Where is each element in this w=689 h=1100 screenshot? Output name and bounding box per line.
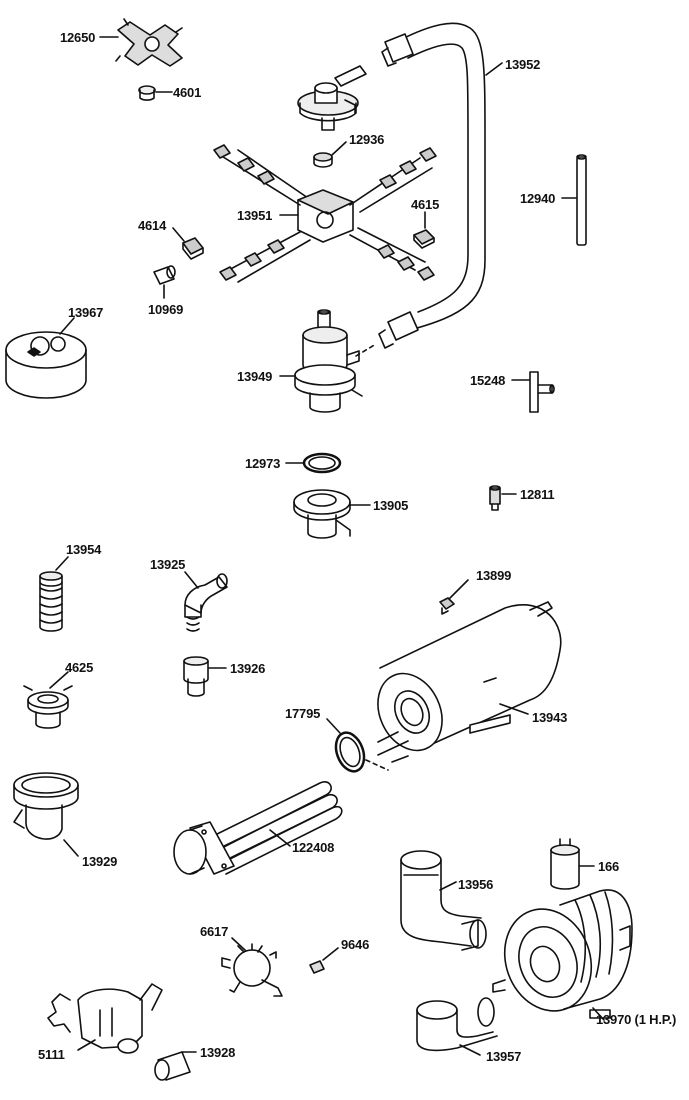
- label-166: 166: [598, 859, 620, 874]
- leader-122408: [269, 829, 291, 847]
- label-12650: 12650: [60, 30, 96, 45]
- leader-13949-hose: [355, 343, 377, 357]
- part-13951-drawing: [213, 144, 437, 283]
- part-6617-drawing: [221, 943, 283, 997]
- label-12973: 12973: [245, 456, 281, 471]
- label-13967: 13967: [68, 305, 104, 320]
- part-166-drawing: [550, 838, 580, 890]
- leader-4614: [172, 227, 185, 242]
- part-15248-drawing: [529, 371, 555, 413]
- label-4615: 4615: [411, 197, 440, 212]
- label-13970: 13970 (1 H.P.): [596, 1012, 677, 1027]
- part-5111-drawing: [47, 983, 163, 1054]
- label-13956: 13956: [458, 877, 494, 892]
- label-4625: 4625: [65, 660, 94, 675]
- part-12936-drawing: [313, 152, 333, 168]
- part-12940-drawing: [576, 154, 587, 246]
- leader-13899: [449, 579, 469, 599]
- part-13926-drawing: [183, 656, 209, 697]
- leader-13929: [63, 839, 79, 857]
- leader-17795-dash: [365, 759, 389, 771]
- label-13943: 13943: [532, 710, 568, 725]
- label-13957: 13957: [486, 1049, 522, 1064]
- leader-13943: [499, 703, 529, 715]
- label-15248: 15248: [470, 373, 506, 388]
- leader-5111: [77, 1039, 96, 1051]
- leader-13956: [439, 881, 457, 891]
- leader-9646: [322, 947, 339, 961]
- part-13970-drawing: [492, 889, 633, 1019]
- part-13949-drawing: [294, 309, 363, 413]
- leader-17795: [326, 718, 341, 734]
- part-13899-drawing: [439, 597, 455, 615]
- part-10969-drawing: [153, 265, 176, 285]
- label-122408: 122408: [292, 840, 335, 855]
- label-13899: 13899: [476, 568, 512, 583]
- part-13952-drawing: [378, 22, 486, 349]
- part-13905-drawing: [293, 489, 351, 539]
- label-4614: 4614: [138, 218, 167, 233]
- part-4625-drawing: [23, 685, 73, 729]
- leader-13954: [55, 556, 69, 571]
- label-13952: 13952: [505, 57, 541, 72]
- part-4601-drawing: [138, 85, 156, 101]
- part-17795-drawing: [334, 731, 366, 773]
- label-10969: 10969: [148, 302, 184, 317]
- part-4615-drawing: [413, 229, 435, 249]
- label-12811: 12811: [520, 487, 555, 502]
- part-13957-drawing: [416, 997, 498, 1052]
- part-13929-drawing: [13, 772, 79, 840]
- part-13954-drawing: [39, 571, 63, 632]
- part-12973-drawing: [302, 452, 342, 474]
- label-17795: 17795: [285, 706, 321, 721]
- part-13925-drawing: [184, 573, 228, 632]
- label-13925: 13925: [150, 557, 186, 572]
- leader-13957: [459, 1044, 481, 1056]
- leader-12936: [331, 141, 347, 156]
- label-4601: 4601: [173, 85, 202, 100]
- label-13926: 13926: [230, 661, 266, 676]
- label-12936: 12936: [349, 132, 385, 147]
- label-6617: 6617: [200, 924, 229, 939]
- part-9646-drawing: [309, 960, 325, 974]
- part-13943-drawing: [377, 601, 562, 763]
- part-4614-drawing: [182, 237, 204, 260]
- label-12940: 12940: [520, 191, 556, 206]
- leader-13925: [184, 571, 199, 589]
- leader-13970: [592, 1007, 605, 1021]
- leader-13952: [485, 62, 503, 76]
- part-13928-drawing: [154, 1051, 191, 1081]
- label-13929: 13929: [82, 854, 118, 869]
- label-5111: 5111: [38, 1047, 65, 1062]
- part-12650-drawing: [115, 18, 183, 67]
- label-13949: 13949: [237, 369, 273, 384]
- leader-6617: [231, 937, 247, 952]
- label-13954: 13954: [66, 542, 102, 557]
- part-12811-drawing: [489, 485, 501, 511]
- label-13928: 13928: [200, 1045, 236, 1060]
- leader-4625: [49, 671, 69, 689]
- label-13905: 13905: [373, 498, 409, 513]
- part-valve-drawing: [297, 65, 367, 131]
- part-122408-drawing: [173, 781, 343, 875]
- part-13967-drawing: [5, 331, 87, 399]
- leader-13967: [59, 317, 75, 335]
- label-9646: 9646: [341, 937, 370, 952]
- label-13951: 13951: [237, 208, 273, 223]
- part-13956-drawing: [400, 850, 487, 951]
